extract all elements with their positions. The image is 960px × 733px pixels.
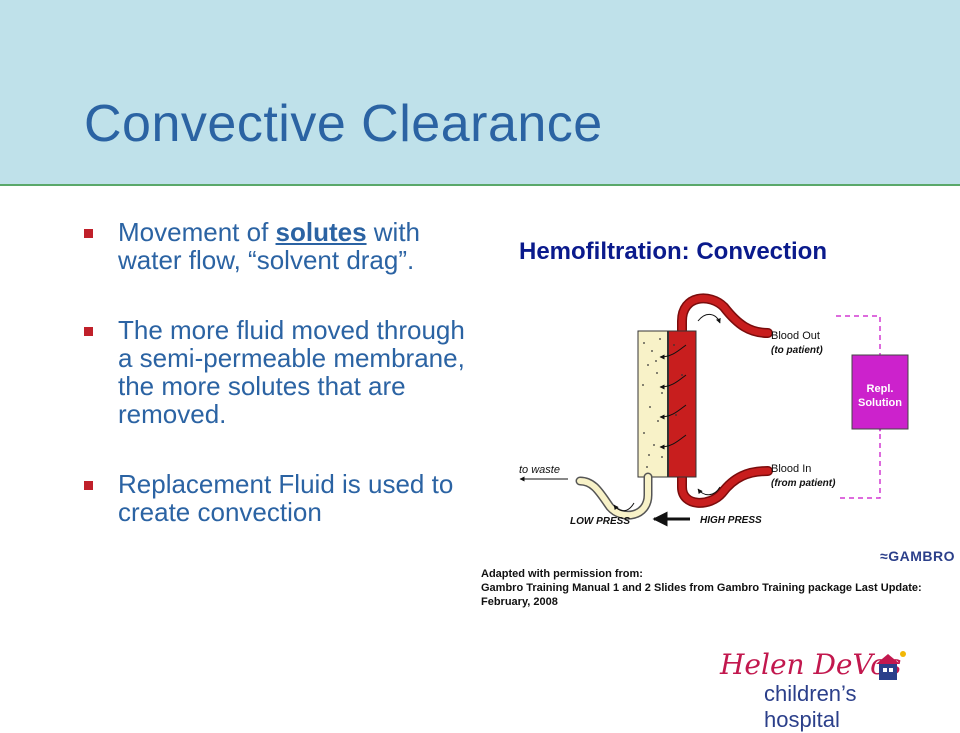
bullet-item: Movement of solutes with water flow, “so… [82,218,482,274]
waste-tube-fill [577,474,651,518]
bullet-item: The more fluid moved through a semi-perm… [82,316,482,428]
blood-in-label: Blood In [771,463,811,475]
bullet-list: Movement of solutes with water flow, “so… [82,218,482,568]
hospital-house-icon [876,651,906,680]
bullet-text-before: Movement of [118,217,276,247]
bullet-text-after: with water flow, “solvent drag”. [118,217,421,275]
filtration-arrows [659,344,687,450]
solute-dots [642,338,683,468]
low-press-label: LOW PRESS [570,516,630,527]
diagram-heading: Hemofiltration: Convection [519,238,827,265]
repl-label-2: Solution [858,397,902,409]
credit-line-1: Adapted with permission from: [481,568,643,580]
hospital-name-top: Helen DeVos [720,648,902,681]
hospital-logo: Helen DeVos children’s hospital [718,648,938,732]
blood-in-tube-fill [678,467,772,507]
blood-out-tube-fill [678,295,772,341]
gambro-wordmark: GAMBRO [888,548,955,564]
repl-solution-box [851,354,909,430]
blood-out-label: Blood Out [771,330,820,342]
bullet-text: The more fluid moved through a semi-perm… [118,315,465,429]
waste-flow-arrow [613,502,635,512]
from-patient-label: (from patient) [771,478,836,489]
bullet-text: Replacement Fluid is used to create conv… [118,469,454,527]
bullet-marker [84,327,93,336]
bullet-marker [84,481,93,490]
bullet-item: Replacement Fluid is used to create conv… [82,470,482,526]
page-title: Convective Clearance [84,95,603,153]
hospital-name-bottom: children’s hospital [764,681,857,732]
blood-out-flow-arrow [697,314,721,324]
credit-note: Adapted with permission from: Gambro Tra… [481,567,941,609]
filtrate-chamber [637,330,669,478]
credit-line-2: Gambro Training Manual 1 and 2 Slides fr… [481,582,922,608]
to-waste-label: to waste [519,464,560,476]
bullet-marker [84,229,93,238]
hemofiltration-diagram: Hemofiltration: Convection Repl. Solutio… [519,238,909,527]
bullet-emphasis: solutes [275,217,367,247]
blood-chamber [667,330,697,478]
to-patient-label: (to patient) [771,345,823,356]
gambro-swirl-icon: ≈ [880,548,889,564]
header-band [0,0,960,186]
gambro-logo: ≈GAMBRO [880,548,955,564]
blood-in-flow-arrow [697,486,721,496]
high-press-label: HIGH PRESS [700,515,762,526]
repl-label-1: Repl. [867,383,894,395]
